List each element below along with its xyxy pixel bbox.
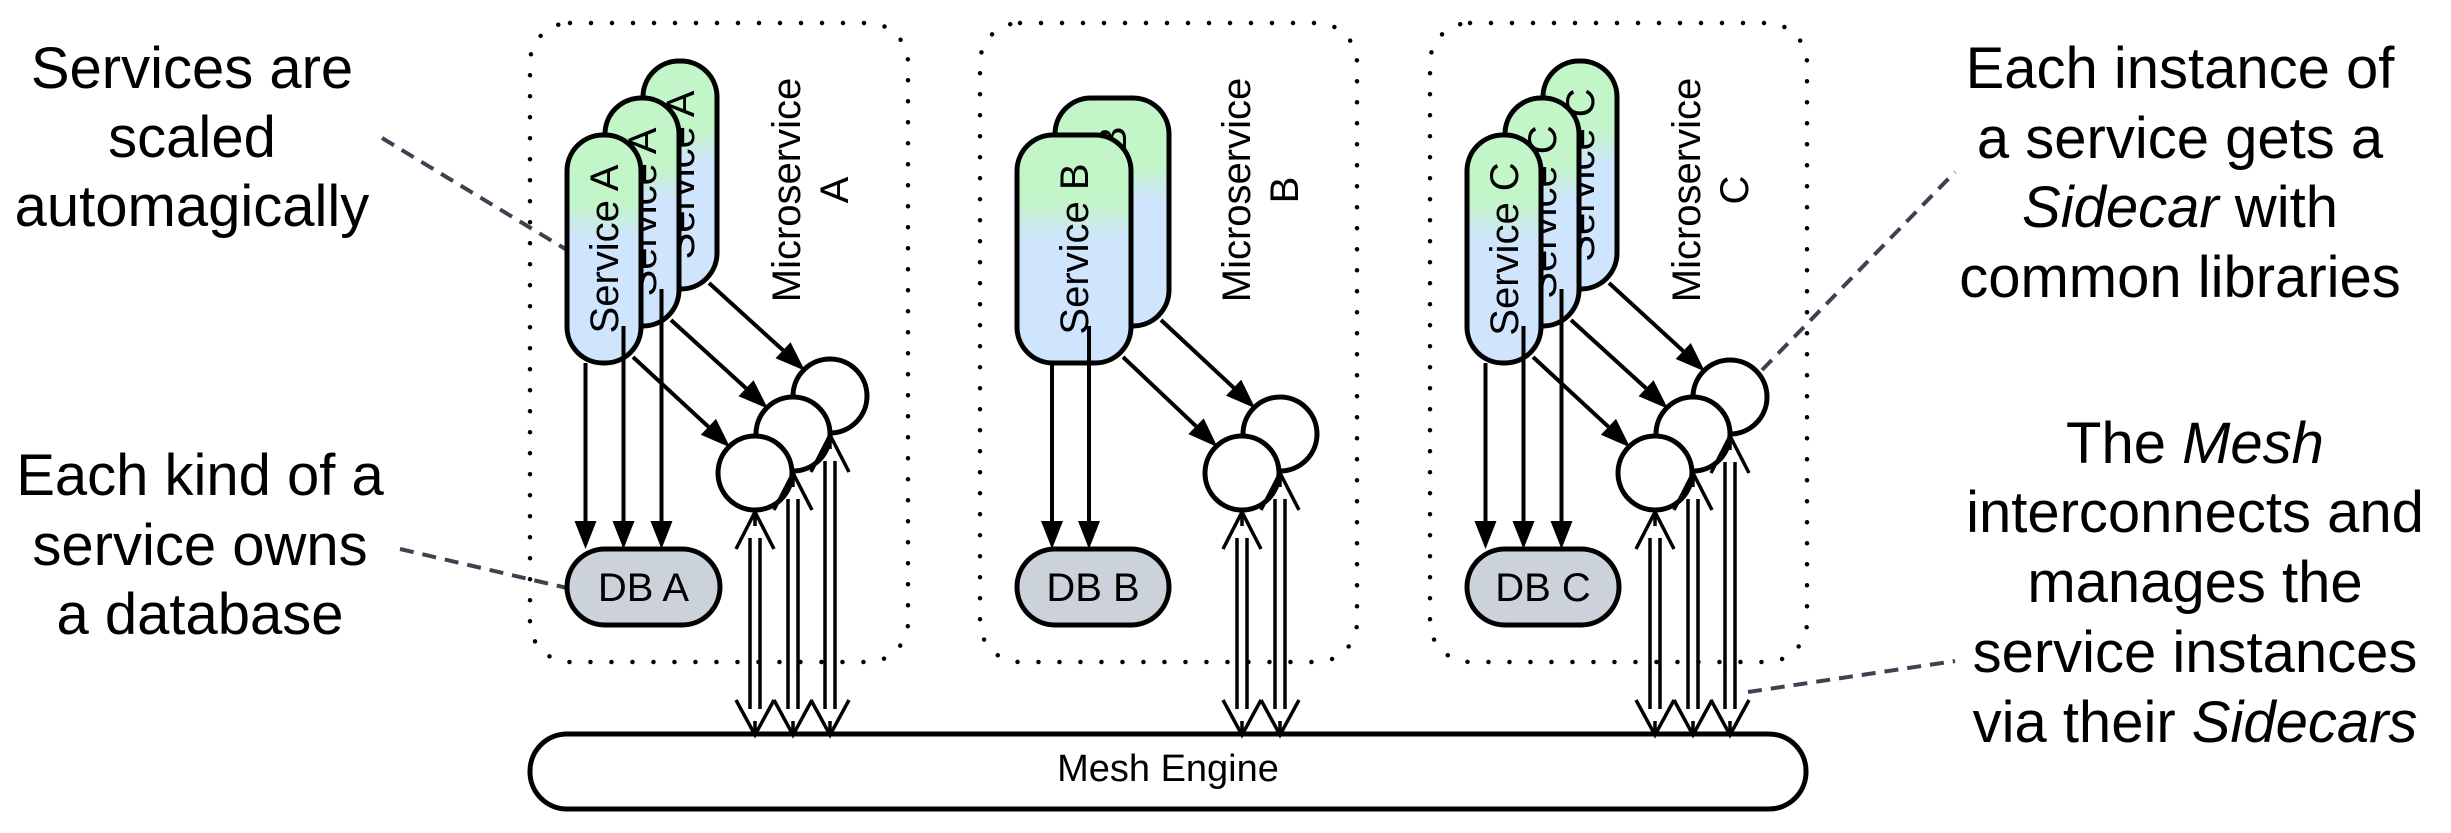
mesh-link-arrow bbox=[1634, 508, 1676, 739]
service-instance[interactable]: Service C bbox=[1464, 132, 1544, 366]
database-c[interactable]: DB C bbox=[1464, 546, 1622, 628]
mesh-link-arrow bbox=[1221, 508, 1263, 739]
service-instance[interactable]: Service A bbox=[564, 132, 644, 366]
annotation-line: service instances bbox=[1973, 620, 2418, 685]
sidecar-link-arrow bbox=[1607, 281, 1685, 353]
arrowhead bbox=[1600, 418, 1631, 448]
sidecar-link-arrow bbox=[669, 318, 748, 390]
annotation-line: interconnects and bbox=[1966, 480, 2424, 545]
microservice-label-line: Microservice bbox=[1215, 78, 1259, 302]
sidecar-link-arrow bbox=[707, 281, 785, 352]
microservice-label-line: Microservice bbox=[765, 78, 809, 302]
italic-term-sidecar: Sidecar bbox=[2022, 175, 2221, 240]
arrowhead bbox=[1512, 521, 1535, 549]
callout-line-sidecar bbox=[1760, 170, 1957, 372]
database-shape[interactable] bbox=[1014, 546, 1172, 628]
annotation-line: a service gets a bbox=[1977, 106, 2384, 171]
annotation-mesh: The Mesh interconnects and manages the s… bbox=[1966, 411, 2424, 755]
annotation-line: Services are bbox=[31, 36, 353, 101]
arrowhead bbox=[1638, 380, 1668, 409]
service-instance-label: Service B bbox=[1053, 163, 1097, 334]
sidecar-link-arrow bbox=[1531, 355, 1610, 429]
arrowhead bbox=[1675, 343, 1706, 372]
annotation-text: with bbox=[2219, 175, 2338, 240]
database-shape[interactable] bbox=[1464, 546, 1622, 628]
annotation-line: Each kind of a bbox=[16, 443, 384, 508]
arrowhead bbox=[574, 521, 597, 549]
arrowhead bbox=[738, 380, 768, 409]
callout-line-scaled bbox=[380, 136, 569, 252]
microservice-label-line: C bbox=[1713, 176, 1757, 205]
database-b[interactable]: DB B bbox=[1014, 546, 1172, 628]
service-instance[interactable]: Service B bbox=[1014, 132, 1134, 366]
annotation-line: via their Sidecars bbox=[1973, 690, 2418, 755]
mesh-link-arrow bbox=[734, 508, 776, 739]
italic-term-mesh: Mesh bbox=[2182, 411, 2324, 476]
arrowhead bbox=[1550, 521, 1573, 549]
mesh-link-arrow bbox=[1259, 469, 1301, 739]
service-instance-shape[interactable] bbox=[1464, 132, 1544, 366]
service-instance-label: Service A bbox=[583, 164, 627, 333]
annotation-line: service owns bbox=[32, 513, 367, 578]
arrowhead bbox=[1474, 521, 1497, 549]
italic-term-sidecars: Sidecars bbox=[2192, 690, 2418, 755]
microservice-label-line: B bbox=[1263, 177, 1307, 204]
service-instance-shape[interactable] bbox=[564, 132, 644, 366]
arrowhead bbox=[1226, 379, 1256, 409]
database-label: DB C bbox=[1495, 566, 1591, 610]
arrowhead bbox=[1041, 521, 1063, 549]
mesh-engine-label: Mesh Engine bbox=[1057, 748, 1279, 790]
database-label: DB B bbox=[1046, 566, 1139, 610]
database-label: DB A bbox=[598, 566, 689, 610]
mesh-link-arrow bbox=[772, 469, 814, 739]
annotation-line: scaled bbox=[108, 105, 276, 170]
annotation-line: Sidecar with bbox=[2022, 175, 2338, 240]
microservice-label-line: Microservice bbox=[1665, 78, 1709, 302]
microservice-boundary bbox=[527, 20, 911, 665]
annotation-line: common libraries bbox=[1959, 245, 2401, 310]
arrowhead bbox=[700, 418, 731, 448]
sidecar-link-arrow bbox=[631, 355, 710, 429]
sidecar-link-arrow bbox=[1569, 318, 1648, 390]
mesh-link-arrow bbox=[1709, 432, 1751, 739]
arrowhead bbox=[612, 521, 635, 549]
arrowhead bbox=[650, 521, 673, 549]
annotation-sidecar: Each instance of a service gets a Sideca… bbox=[1959, 36, 2401, 310]
annotation-text: via their bbox=[1973, 690, 2192, 755]
annotation-line: a database bbox=[56, 582, 343, 647]
database-a[interactable]: DB A bbox=[564, 546, 723, 628]
database-shape[interactable] bbox=[564, 546, 723, 628]
callout-line-database bbox=[399, 547, 568, 590]
mesh-link-arrow bbox=[1672, 469, 1714, 739]
microservice-label-line: A bbox=[813, 176, 857, 203]
annotation-line: The Mesh bbox=[2066, 411, 2324, 476]
microservice-boundary bbox=[1427, 20, 1810, 665]
mesh-engine-bar[interactable] bbox=[527, 731, 1809, 812]
annotation-line: manages the bbox=[2027, 550, 2362, 615]
mesh-engine[interactable]: Mesh Engine bbox=[527, 731, 1809, 812]
arrowhead bbox=[775, 342, 805, 371]
mesh-link-arrow bbox=[809, 431, 851, 739]
annotation-scaled: Services are scaled automagically bbox=[15, 36, 370, 239]
service-instance-shape[interactable] bbox=[1014, 132, 1134, 366]
microservice-boundary bbox=[977, 20, 1360, 665]
callout-line-mesh bbox=[1747, 659, 1956, 694]
annotation-line: Each instance of bbox=[1966, 36, 2396, 101]
sidecar-link-arrow bbox=[1121, 355, 1198, 428]
arrowhead bbox=[1188, 418, 1218, 448]
sidecar-link-arrow bbox=[1159, 318, 1235, 390]
service-instance-label: Service C bbox=[1483, 162, 1527, 335]
annotation-line: automagically bbox=[15, 174, 370, 239]
annotation-database: Each kind of a service owns a database bbox=[16, 443, 384, 647]
annotation-text: The bbox=[2066, 411, 2182, 476]
arrowhead bbox=[1078, 521, 1100, 549]
